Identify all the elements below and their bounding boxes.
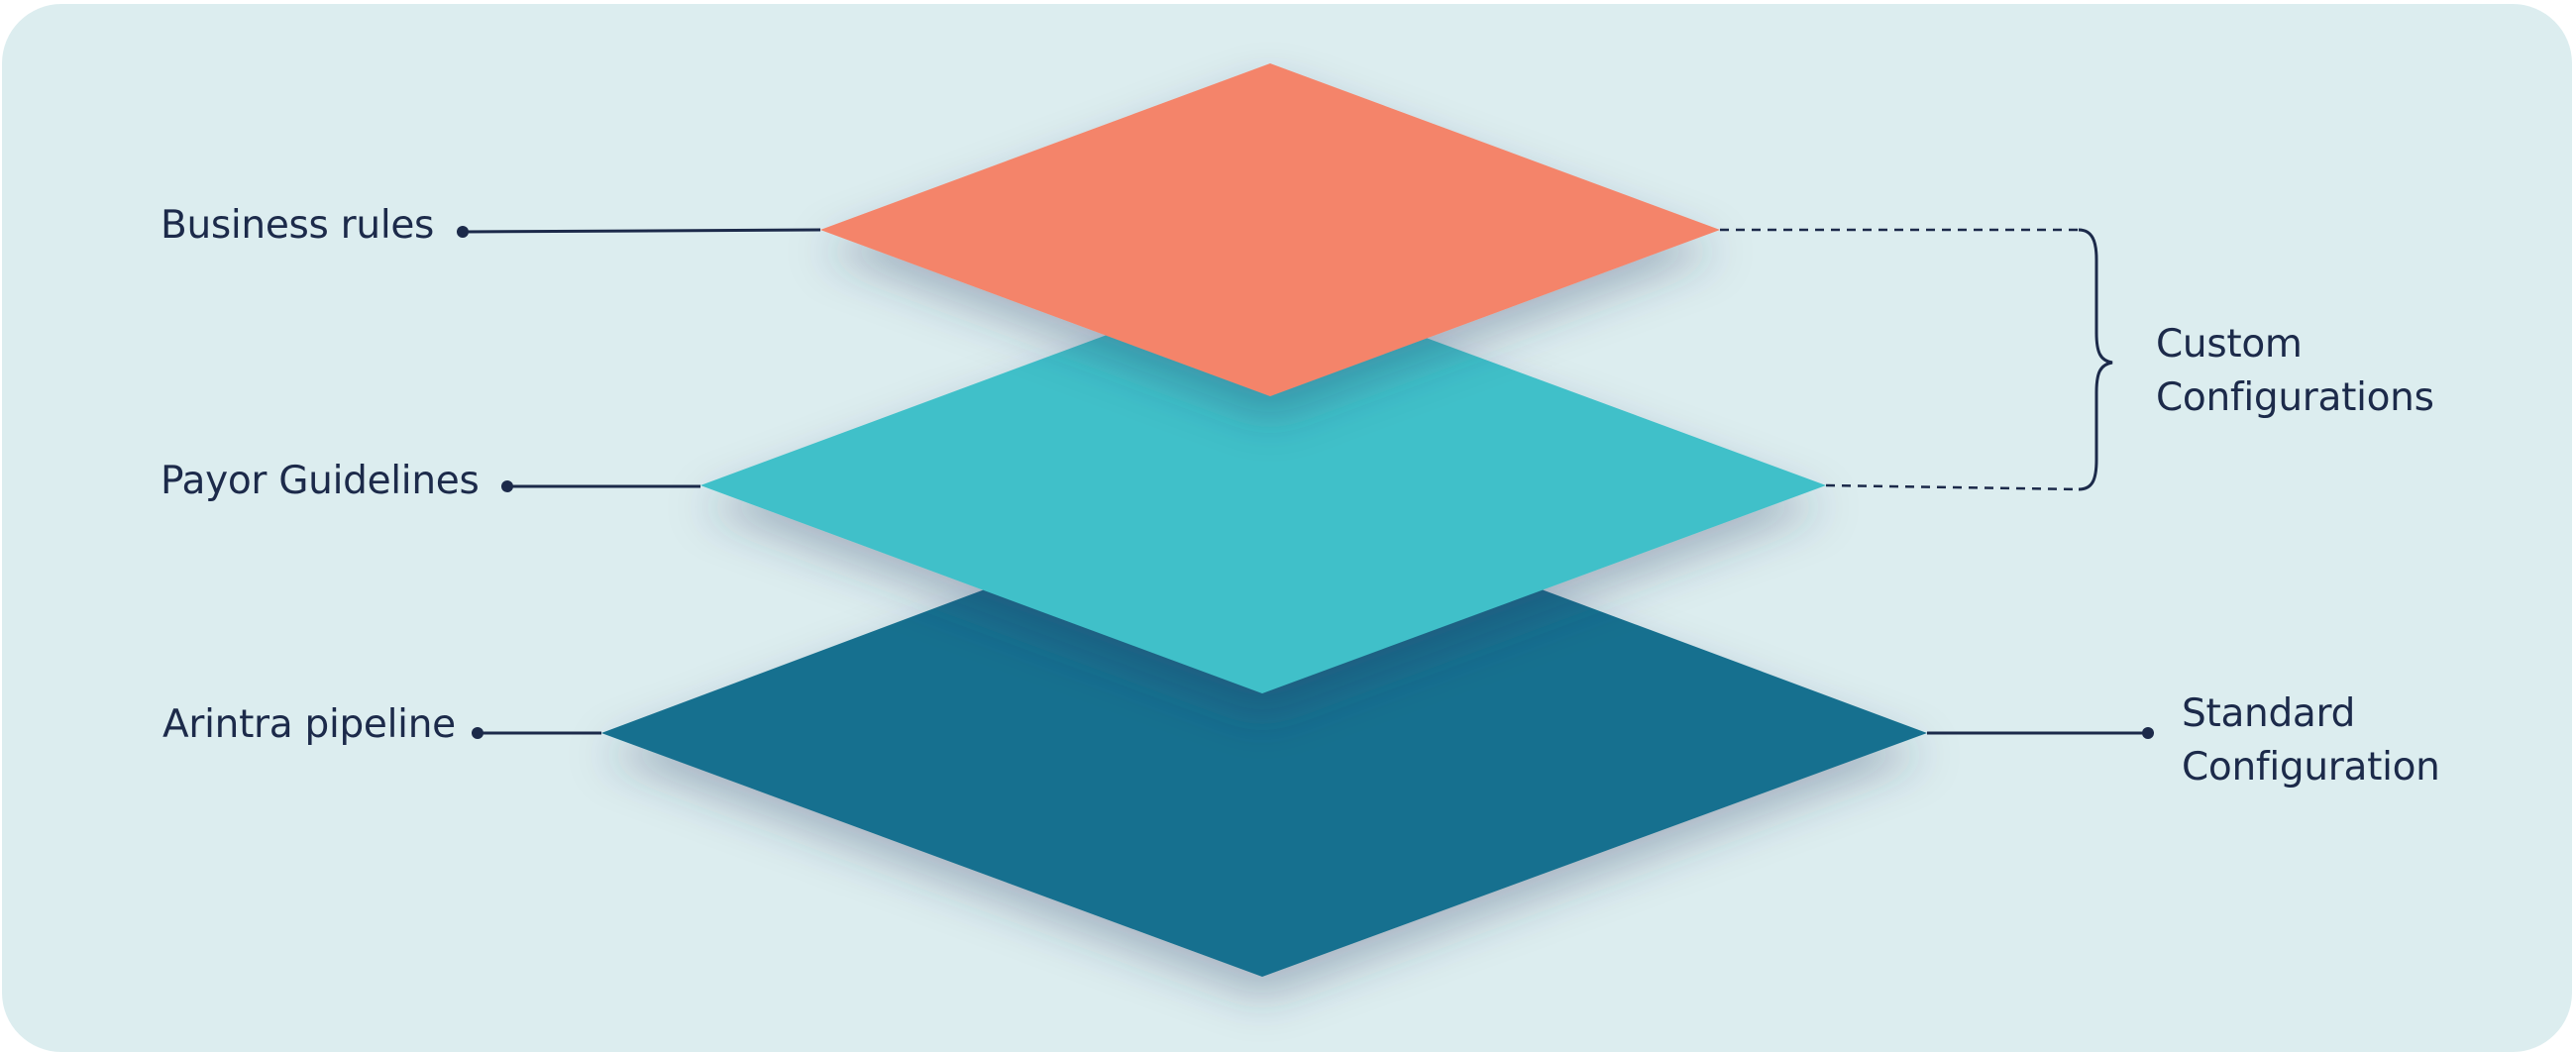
connector-payor-guidelines: [501, 480, 700, 492]
arintra-pipeline-label: Arintra pipeline: [162, 702, 456, 747]
connector-arintra-pipeline: [472, 727, 601, 739]
custom-configurations-line1: Custom: [2156, 322, 2303, 367]
standard-configuration-line2: Configuration: [2182, 745, 2440, 790]
business-rules-label: Business rules: [161, 203, 435, 248]
dashed-connector-middle: [1825, 483, 2080, 491]
standard-configuration-line1: Standard: [2182, 691, 2356, 736]
custom-configurations-brace: [2078, 228, 2113, 491]
connector-business-rules: [457, 226, 821, 238]
custom-configurations-line2: Configurations: [2156, 375, 2434, 420]
middle-layer-diamond: [700, 277, 1826, 693]
custom-configurations-label: Custom Configurations: [2156, 318, 2434, 425]
top-layer-diamond: [820, 63, 1720, 396]
bottom-layer-diamond: [601, 485, 1927, 977]
payor-guidelines-label: Payor Guidelines: [161, 459, 480, 503]
connector-standard-configuration: [1927, 727, 2154, 739]
standard-configuration-label: Standard Configuration: [2182, 687, 2440, 794]
